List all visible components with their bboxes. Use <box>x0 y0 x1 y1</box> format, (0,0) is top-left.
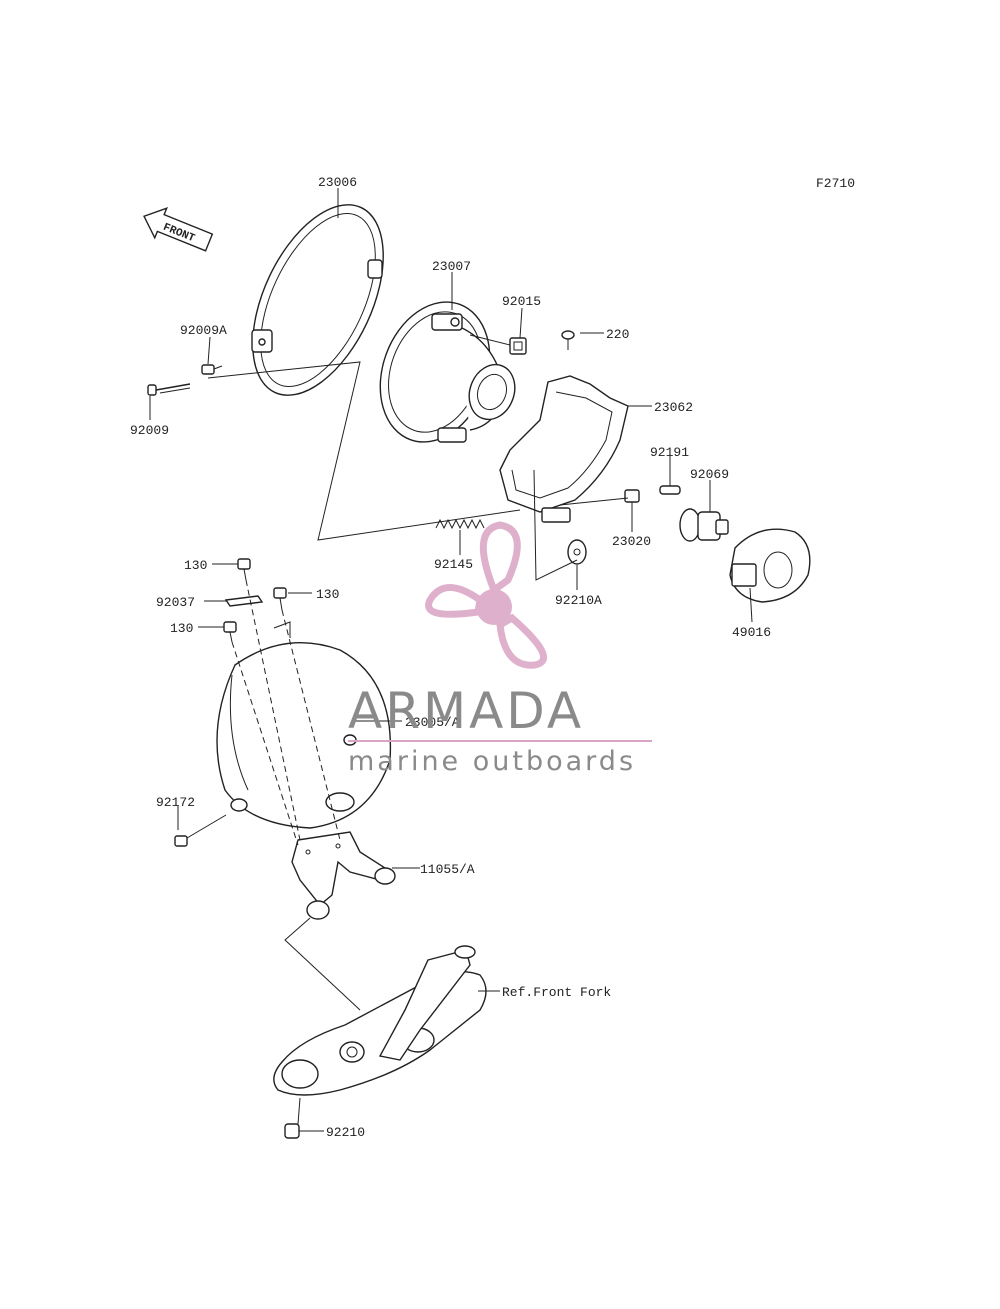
label-92145: 92145 <box>434 557 473 572</box>
label-130-top: 130 <box>184 558 207 573</box>
bolt-130-left <box>223 621 237 643</box>
label-130-left: 130 <box>170 621 193 636</box>
tube-92191 <box>659 485 681 495</box>
socket-23020 <box>624 489 640 503</box>
screw-92172 <box>174 814 227 847</box>
headlight-shell <box>216 642 392 829</box>
label-23062: 23062 <box>654 400 693 415</box>
label-49016: 49016 <box>732 625 771 640</box>
mounting-bracket <box>291 831 396 920</box>
bolt-92009 <box>147 383 191 396</box>
label-92210: 92210 <box>326 1125 365 1140</box>
bolt-130-right <box>273 587 287 611</box>
washer-92210A <box>567 539 587 565</box>
bolt-92009A <box>201 364 223 375</box>
bulb-92069 <box>679 508 729 542</box>
label-23006: 23006 <box>318 175 357 190</box>
front-fork-bracket <box>273 945 487 1096</box>
spring-92145 <box>435 518 485 530</box>
nut-92015 <box>509 337 527 355</box>
label-23007: 23007 <box>432 259 471 274</box>
front-arrow-icon: FRONT <box>143 206 214 252</box>
screw-220 <box>561 330 575 350</box>
alignment-lines <box>231 579 341 846</box>
label-220: 220 <box>606 327 629 342</box>
label-92037: 92037 <box>156 595 195 610</box>
propeller-logo <box>425 521 548 669</box>
headlight-bracket <box>499 375 629 523</box>
label-92191: 92191 <box>650 445 689 460</box>
label-92210A: 92210A <box>555 593 602 608</box>
label-92069: 92069 <box>690 467 729 482</box>
label-ref-front-fork: Ref.Front Fork <box>502 985 611 1000</box>
headlight-rim <box>251 204 384 396</box>
label-130-right: 130 <box>316 587 339 602</box>
nut-92210 <box>284 1123 300 1139</box>
label-11055A: 11055/A <box>420 862 475 877</box>
clip-92037 <box>224 595 264 607</box>
bulb-cover-49016 <box>729 528 811 603</box>
label-92009: 92009 <box>130 423 169 438</box>
figure-code: F2710 <box>816 176 855 191</box>
watermark-title: ARMADA <box>348 682 584 740</box>
label-92015: 92015 <box>502 294 541 309</box>
label-23005A: 23005/A <box>405 715 460 730</box>
leader-lines <box>149 188 753 1132</box>
armada-watermark: ARMADA marine outboards <box>348 521 652 777</box>
bolt-130-top <box>237 558 251 581</box>
label-23020: 23020 <box>612 534 651 549</box>
headlight-housing <box>379 301 516 443</box>
label-92172: 92172 <box>156 795 195 810</box>
watermark-subtitle: marine outboards <box>348 746 636 777</box>
label-92009A: 92009A <box>180 323 227 338</box>
